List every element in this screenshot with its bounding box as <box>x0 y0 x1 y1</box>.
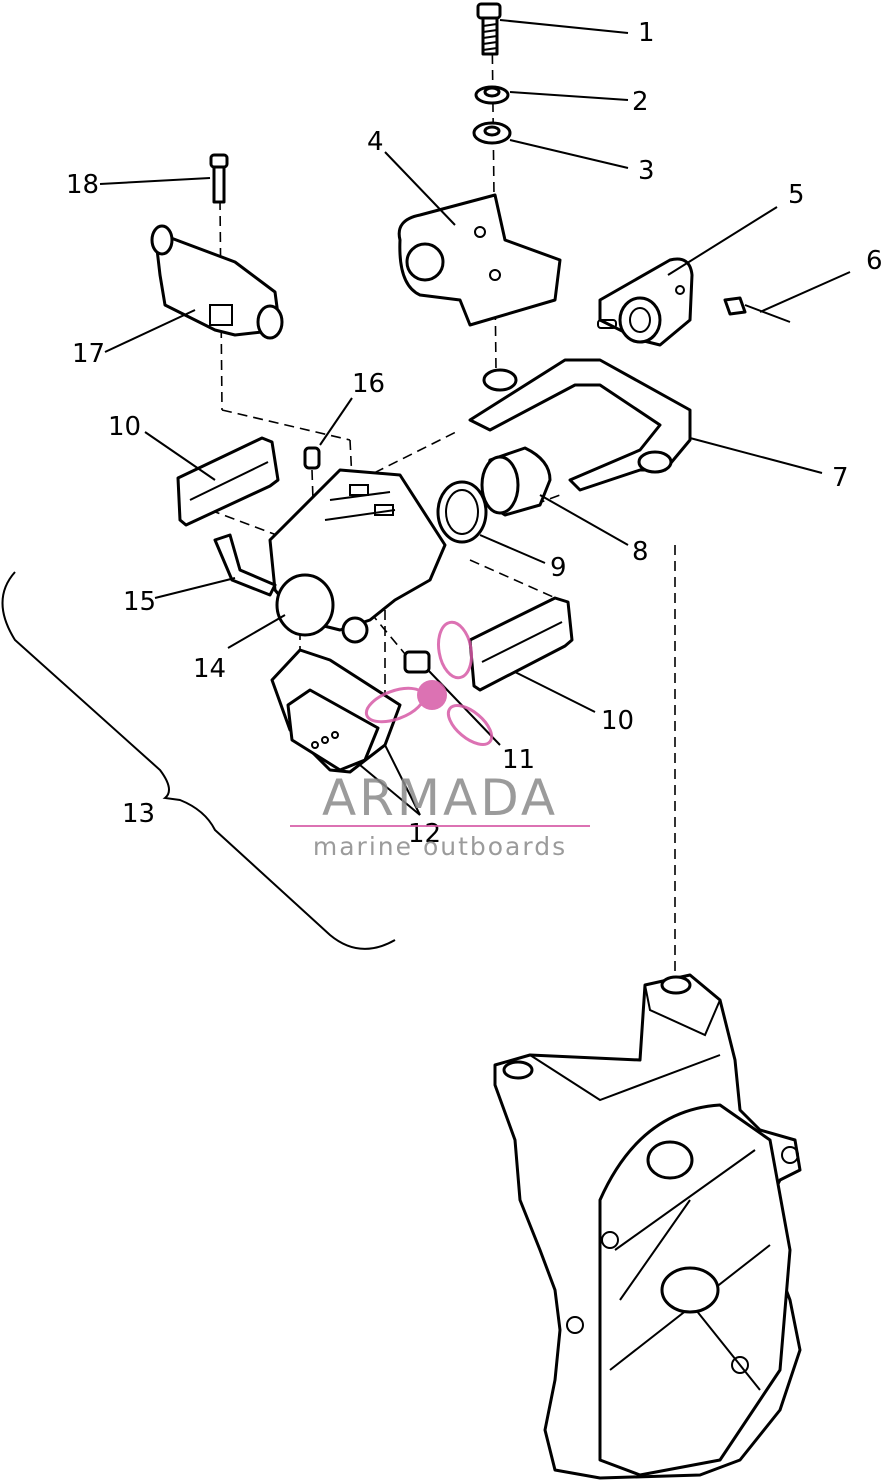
callout-12: 12 <box>408 819 441 849</box>
callout-14: 14 <box>193 654 226 684</box>
callout-4: 4 <box>367 127 384 157</box>
callout-2: 2 <box>632 87 649 117</box>
screw-part-18 <box>209 153 229 204</box>
lock-washer-part-2 <box>474 85 510 105</box>
grease-fitting-part-16 <box>303 446 321 470</box>
callout-10-lower: 10 <box>601 706 634 736</box>
callout-6: 6 <box>866 246 883 276</box>
propeller-icon <box>364 620 494 746</box>
tube-part-15 <box>213 533 277 597</box>
callout-5: 5 <box>788 180 805 210</box>
flat-washer-part-3 <box>472 121 512 145</box>
callout-7: 7 <box>832 463 849 493</box>
callout-11: 11 <box>502 745 535 775</box>
callout-13: 13 <box>122 799 155 829</box>
bushing-part-8 <box>480 446 552 517</box>
gear-housing <box>493 973 802 1480</box>
watermark-brand: ARMADA <box>322 769 558 827</box>
steering-frame-part-7 <box>468 358 692 492</box>
callout-labels: 1 2 3 4 5 6 7 8 9 10 10 11 12 13 14 15 1… <box>66 18 883 849</box>
callout-15: 15 <box>123 587 156 617</box>
callout-3: 3 <box>638 156 655 186</box>
gasket-strip-upper-part-10 <box>176 436 280 527</box>
callout-10-upper: 10 <box>108 412 141 442</box>
seal-ring-part-9 <box>436 480 488 544</box>
callout-16: 16 <box>352 369 385 399</box>
callout-17: 17 <box>72 339 105 369</box>
callout-8: 8 <box>632 537 649 567</box>
leader-lines <box>99 19 851 816</box>
watermark-tagline: marine outboards <box>313 832 567 861</box>
armada-watermark: ARMADA marine outboards <box>290 620 590 861</box>
fitting-part-11 <box>403 650 431 674</box>
cover-part-14 <box>275 573 369 644</box>
bracket-plate-part-4 <box>397 193 562 327</box>
tiller-bracket-part-5 <box>597 257 694 347</box>
callout-1: 1 <box>638 18 655 48</box>
assembly-bracket-13 <box>1 571 396 950</box>
lower-plate-part-12 <box>270 648 402 774</box>
callout-18: 18 <box>66 170 99 200</box>
callout-9: 9 <box>550 553 567 583</box>
bolt-part-1 <box>476 2 502 56</box>
screw-part-6 <box>723 296 791 323</box>
pivot-tube-part-17 <box>150 224 284 340</box>
gasket-strip-lower-part-10 <box>468 596 574 692</box>
